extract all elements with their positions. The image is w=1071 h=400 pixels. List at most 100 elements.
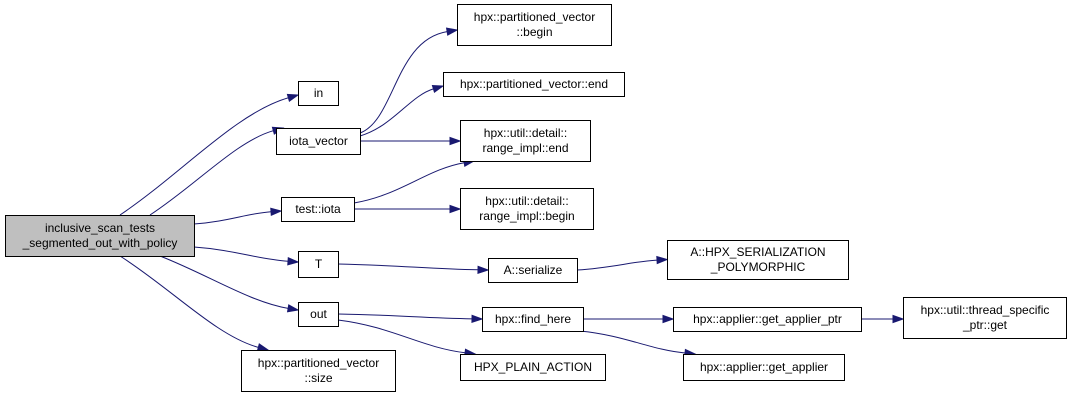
node-box	[5, 215, 195, 257]
node-label: A::serialize	[504, 263, 563, 277]
node-box	[460, 188, 594, 230]
node-label: inclusive_scan_tests	[45, 221, 155, 235]
edge-arrowhead	[449, 204, 462, 214]
node-box	[673, 307, 862, 332]
edge-arrowhead	[449, 136, 462, 146]
nodes-layer: inclusive_scan_tests_segmented_out_with_…	[5, 4, 1067, 392]
node-find-here[interactable]: hpx::find_here	[482, 307, 584, 332]
edge-line	[353, 162, 465, 204]
node-label: _ptr::get	[962, 318, 1008, 332]
edge-a-serialize-to-a-hpx-ser	[576, 255, 669, 271]
node-label: hpx::applier::get_applier_ptr	[693, 312, 842, 326]
edge-iota-vector-to-range-end	[359, 136, 462, 146]
edge-root-to-test-iota	[193, 207, 283, 225]
node-pv-size[interactable]: hpx::partitioned_vector::size	[241, 350, 396, 392]
node-label: out	[310, 307, 327, 321]
node-label: hpx::partitioned_vector	[258, 356, 379, 370]
node-label: hpx::find_here	[495, 312, 571, 326]
node-get-applier[interactable]: hpx::applier::get_applier	[683, 354, 845, 381]
node-box	[460, 354, 606, 381]
edge-root-to-in	[119, 93, 300, 216]
node-box	[488, 258, 578, 283]
node-label: hpx::util::detail::	[485, 194, 568, 208]
edge-find-here-to-get-applier	[579, 330, 697, 358]
edge-line	[359, 31, 448, 134]
node-box	[460, 120, 591, 162]
edge-line	[359, 88, 434, 137]
node-a-hpx-ser[interactable]: A::HPX_SERIALIZATION_POLYMORPHIC	[667, 240, 849, 280]
node-t[interactable]: T	[298, 251, 339, 278]
node-label: iota_vector	[289, 134, 348, 148]
edge-arrowhead	[471, 314, 484, 324]
edge-root-to-pv-size	[119, 255, 270, 352]
node-label: hpx::util::detail::	[484, 126, 567, 140]
node-label: ::begin	[516, 25, 552, 39]
edge-get-applier-ptr-to-thread-specific	[860, 314, 905, 324]
edge-t-to-a-serialize	[337, 263, 490, 274]
edge-line	[579, 330, 686, 354]
node-in[interactable]: in	[298, 81, 339, 106]
node-range-end[interactable]: hpx::util::detail::range_impl::end	[460, 120, 591, 162]
edge-iota-vector-to-pv-begin	[359, 27, 459, 134]
edge-line	[337, 263, 479, 271]
edge-arrowhead	[256, 343, 270, 352]
node-test-iota[interactable]: test::iota	[281, 197, 355, 222]
edge-line	[149, 130, 274, 216]
edge-arrowhead	[477, 265, 490, 274]
edge-line	[159, 255, 289, 309]
edge-arrowhead	[286, 93, 300, 102]
node-box	[281, 197, 355, 222]
node-label: _segmented_out_with_policy	[22, 236, 178, 250]
edge-line	[576, 259, 658, 271]
edge-arrowhead	[892, 314, 905, 324]
edge-arrowhead	[662, 314, 675, 324]
edge-line	[193, 211, 272, 225]
node-box	[443, 72, 625, 97]
edge-line	[193, 246, 289, 262]
edge-root-to-iota-vector	[149, 126, 285, 216]
node-label: hpx::applier::get_applier	[700, 360, 828, 374]
node-label: HPX_PLAIN_ACTION	[474, 360, 592, 374]
node-box	[298, 302, 339, 327]
node-root[interactable]: inclusive_scan_tests_segmented_out_with_…	[5, 215, 195, 257]
node-label: hpx::util::thread_specific	[921, 303, 1050, 317]
node-box	[903, 297, 1067, 339]
node-label: hpx::partitioned_vector::end	[460, 77, 608, 91]
node-out[interactable]: out	[298, 302, 339, 327]
edge-test-iota-to-range-end	[353, 158, 476, 204]
edge-arrowhead	[445, 27, 459, 36]
edge-iota-vector-to-pv-end	[359, 85, 445, 137]
edge-line	[337, 313, 473, 320]
node-plain-action[interactable]: HPX_PLAIN_ACTION	[460, 354, 606, 381]
node-label: A::HPX_SERIALIZATION	[690, 245, 825, 259]
edge-arrowhead	[287, 257, 300, 266]
node-box	[683, 354, 845, 381]
edge-root-to-t	[193, 246, 300, 266]
node-get-applier-ptr[interactable]: hpx::applier::get_applier_ptr	[673, 307, 862, 332]
edge-line	[119, 255, 259, 348]
node-iota-vector[interactable]: iota_vector	[276, 128, 361, 155]
node-label: _POLYMORPHIC	[710, 260, 806, 274]
node-box	[457, 4, 612, 46]
node-pv-end[interactable]: hpx::partitioned_vector::end	[443, 72, 625, 97]
node-label: T	[315, 257, 323, 271]
node-pv-begin[interactable]: hpx::partitioned_vector::begin	[457, 4, 612, 46]
node-label: hpx::partitioned_vector	[474, 10, 595, 24]
edge-test-iota-to-range-begin	[354, 204, 462, 214]
edge-line	[119, 97, 289, 216]
edge-out-to-find-here	[337, 313, 484, 324]
node-thread-specific[interactable]: hpx::util::thread_specific_ptr::get	[903, 297, 1067, 339]
edge-root-to-out	[159, 255, 300, 313]
edge-arrowhead	[286, 304, 300, 313]
node-a-serialize[interactable]: A::serialize	[488, 258, 578, 283]
node-range-begin[interactable]: hpx::util::detail::range_impl::begin	[460, 188, 594, 230]
node-box	[482, 307, 584, 332]
node-box	[667, 240, 849, 280]
edge-arrowhead	[431, 85, 445, 94]
node-label: test::iota	[295, 202, 341, 216]
edge-arrowhead	[270, 207, 283, 216]
node-box	[298, 81, 339, 106]
node-box	[298, 251, 339, 278]
node-box	[241, 350, 396, 392]
